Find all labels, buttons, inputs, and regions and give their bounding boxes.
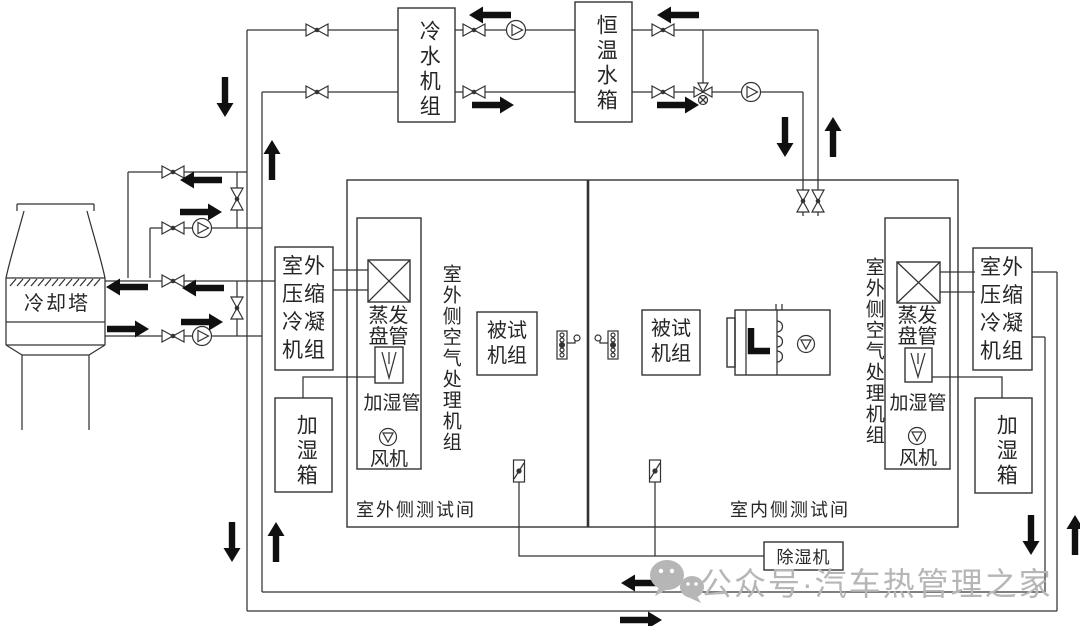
constant-temp-tank-box — [574, 1, 633, 123]
pump-icon — [191, 325, 213, 347]
right-air-handler-outline — [884, 217, 951, 470]
right-condensing-unit-box — [972, 247, 1033, 371]
valve-icon — [230, 187, 244, 211]
flow-arrow-icon — [620, 611, 662, 626]
left-fan-label: 风机 — [369, 449, 408, 470]
left-unit-under-test-box — [476, 311, 538, 376]
three-way-valve-icon — [693, 82, 713, 106]
left-condensing-unit-box — [274, 246, 334, 371]
flow-arrow-icon — [263, 140, 281, 180]
valve-icon — [796, 189, 810, 213]
outdoor-test-room-label: 室外侧测试间 — [356, 500, 476, 520]
valve-icon — [230, 296, 244, 320]
flow-arrow-icon — [182, 279, 224, 297]
valves-and-pumps — [161, 19, 825, 347]
right-air-handling-unit-label: 室外侧空气处理机组 — [862, 257, 884, 446]
flow-arrow-icon — [267, 522, 285, 562]
left-humidifier-box-label: 加湿箱 — [294, 414, 318, 489]
flow-arrow-icon — [657, 6, 699, 24]
fan-icon — [378, 427, 398, 447]
air-sampler-icon — [594, 330, 619, 360]
left-humidifier-pipe-symbol — [374, 346, 404, 384]
right-humidifier-box-label: 加湿箱 — [994, 414, 1018, 489]
watermark-text: 公众号·汽车热管理之家 — [700, 566, 1053, 602]
flow-arrow-icon — [472, 96, 514, 114]
right-unit-under-test-box — [641, 309, 701, 376]
valve-icon — [462, 85, 486, 99]
flow-arrow-icon — [180, 171, 222, 189]
dehumidifier-box — [763, 541, 844, 571]
valve-icon — [305, 85, 329, 99]
cooling-tower-drawing — [5, 203, 106, 430]
pump-icon — [505, 19, 527, 41]
test-room-outline — [346, 179, 959, 528]
dehumidifier-label: 除湿机 — [776, 548, 831, 567]
wechat-logo-icon — [650, 560, 704, 603]
left-humidifier-pipe-label: 加湿管 — [363, 393, 421, 414]
left-evaporator-coil-label: 蒸发盘管 — [368, 305, 409, 348]
right-evaporator-coil-symbol — [896, 261, 941, 304]
left-unit-under-test-label: 被试机组 — [487, 320, 527, 367]
fan-icon — [907, 426, 927, 446]
valve-icon — [811, 189, 825, 213]
right-unit-under-test-label: 被试机组 — [651, 318, 691, 365]
right-humidifier-pipe-label: 加湿管 — [889, 393, 947, 414]
flow-arrow-icon — [223, 522, 241, 562]
indoor-test-room-label: 室内侧测试间 — [730, 500, 850, 520]
left-condensing-unit-label: 室外压缩冷凝机组 — [282, 255, 326, 362]
left-evaporator-coil-symbol — [367, 259, 411, 303]
valve-icon — [161, 329, 185, 343]
flow-arrow-icon — [1066, 515, 1080, 555]
pump-icon — [740, 81, 762, 103]
valve-icon — [161, 274, 185, 288]
damper-icon — [512, 459, 526, 483]
right-fan-label: 风机 — [898, 448, 937, 469]
left-air-handler-outline — [356, 217, 422, 470]
chiller-box — [397, 7, 456, 123]
right-condensing-unit-label: 室外压缩冷凝机组 — [980, 256, 1024, 363]
constant-temp-tank-label: 恒温水箱 — [594, 14, 618, 114]
right-evaporator-coil-label: 蒸发盘管 — [897, 305, 938, 348]
valve-icon — [305, 23, 329, 37]
right-humidifier-pipe-symbol — [904, 347, 933, 383]
cooling-tower-label: 冷却塔 — [24, 293, 90, 315]
left-air-handling-unit-label: 室外侧空气处理机组 — [439, 264, 461, 453]
right-humidifier-box — [974, 397, 1033, 494]
flow-arrow-icon — [107, 320, 149, 338]
test-unit-drawing — [726, 304, 831, 376]
fan-icon — [796, 334, 816, 354]
valve-icon — [161, 221, 185, 235]
flow-arrow-icon — [776, 117, 794, 157]
left-humidifier-box — [274, 397, 333, 493]
valve-icon — [651, 23, 675, 37]
flow-arrow-icon — [657, 96, 699, 114]
flow-arrow-icon — [824, 117, 842, 157]
valve-icon — [161, 165, 185, 179]
flow-arrow-icon — [469, 6, 511, 24]
flow-arrow-icon — [1022, 515, 1040, 555]
valve-icon — [462, 23, 486, 37]
flow-arrow-icon — [216, 77, 234, 117]
pump-icon — [191, 217, 213, 239]
chiller-label: 冷水机组 — [417, 20, 441, 120]
damper-icon — [648, 459, 662, 483]
air-sampler-icon — [556, 330, 581, 360]
valve-icon — [651, 85, 675, 99]
